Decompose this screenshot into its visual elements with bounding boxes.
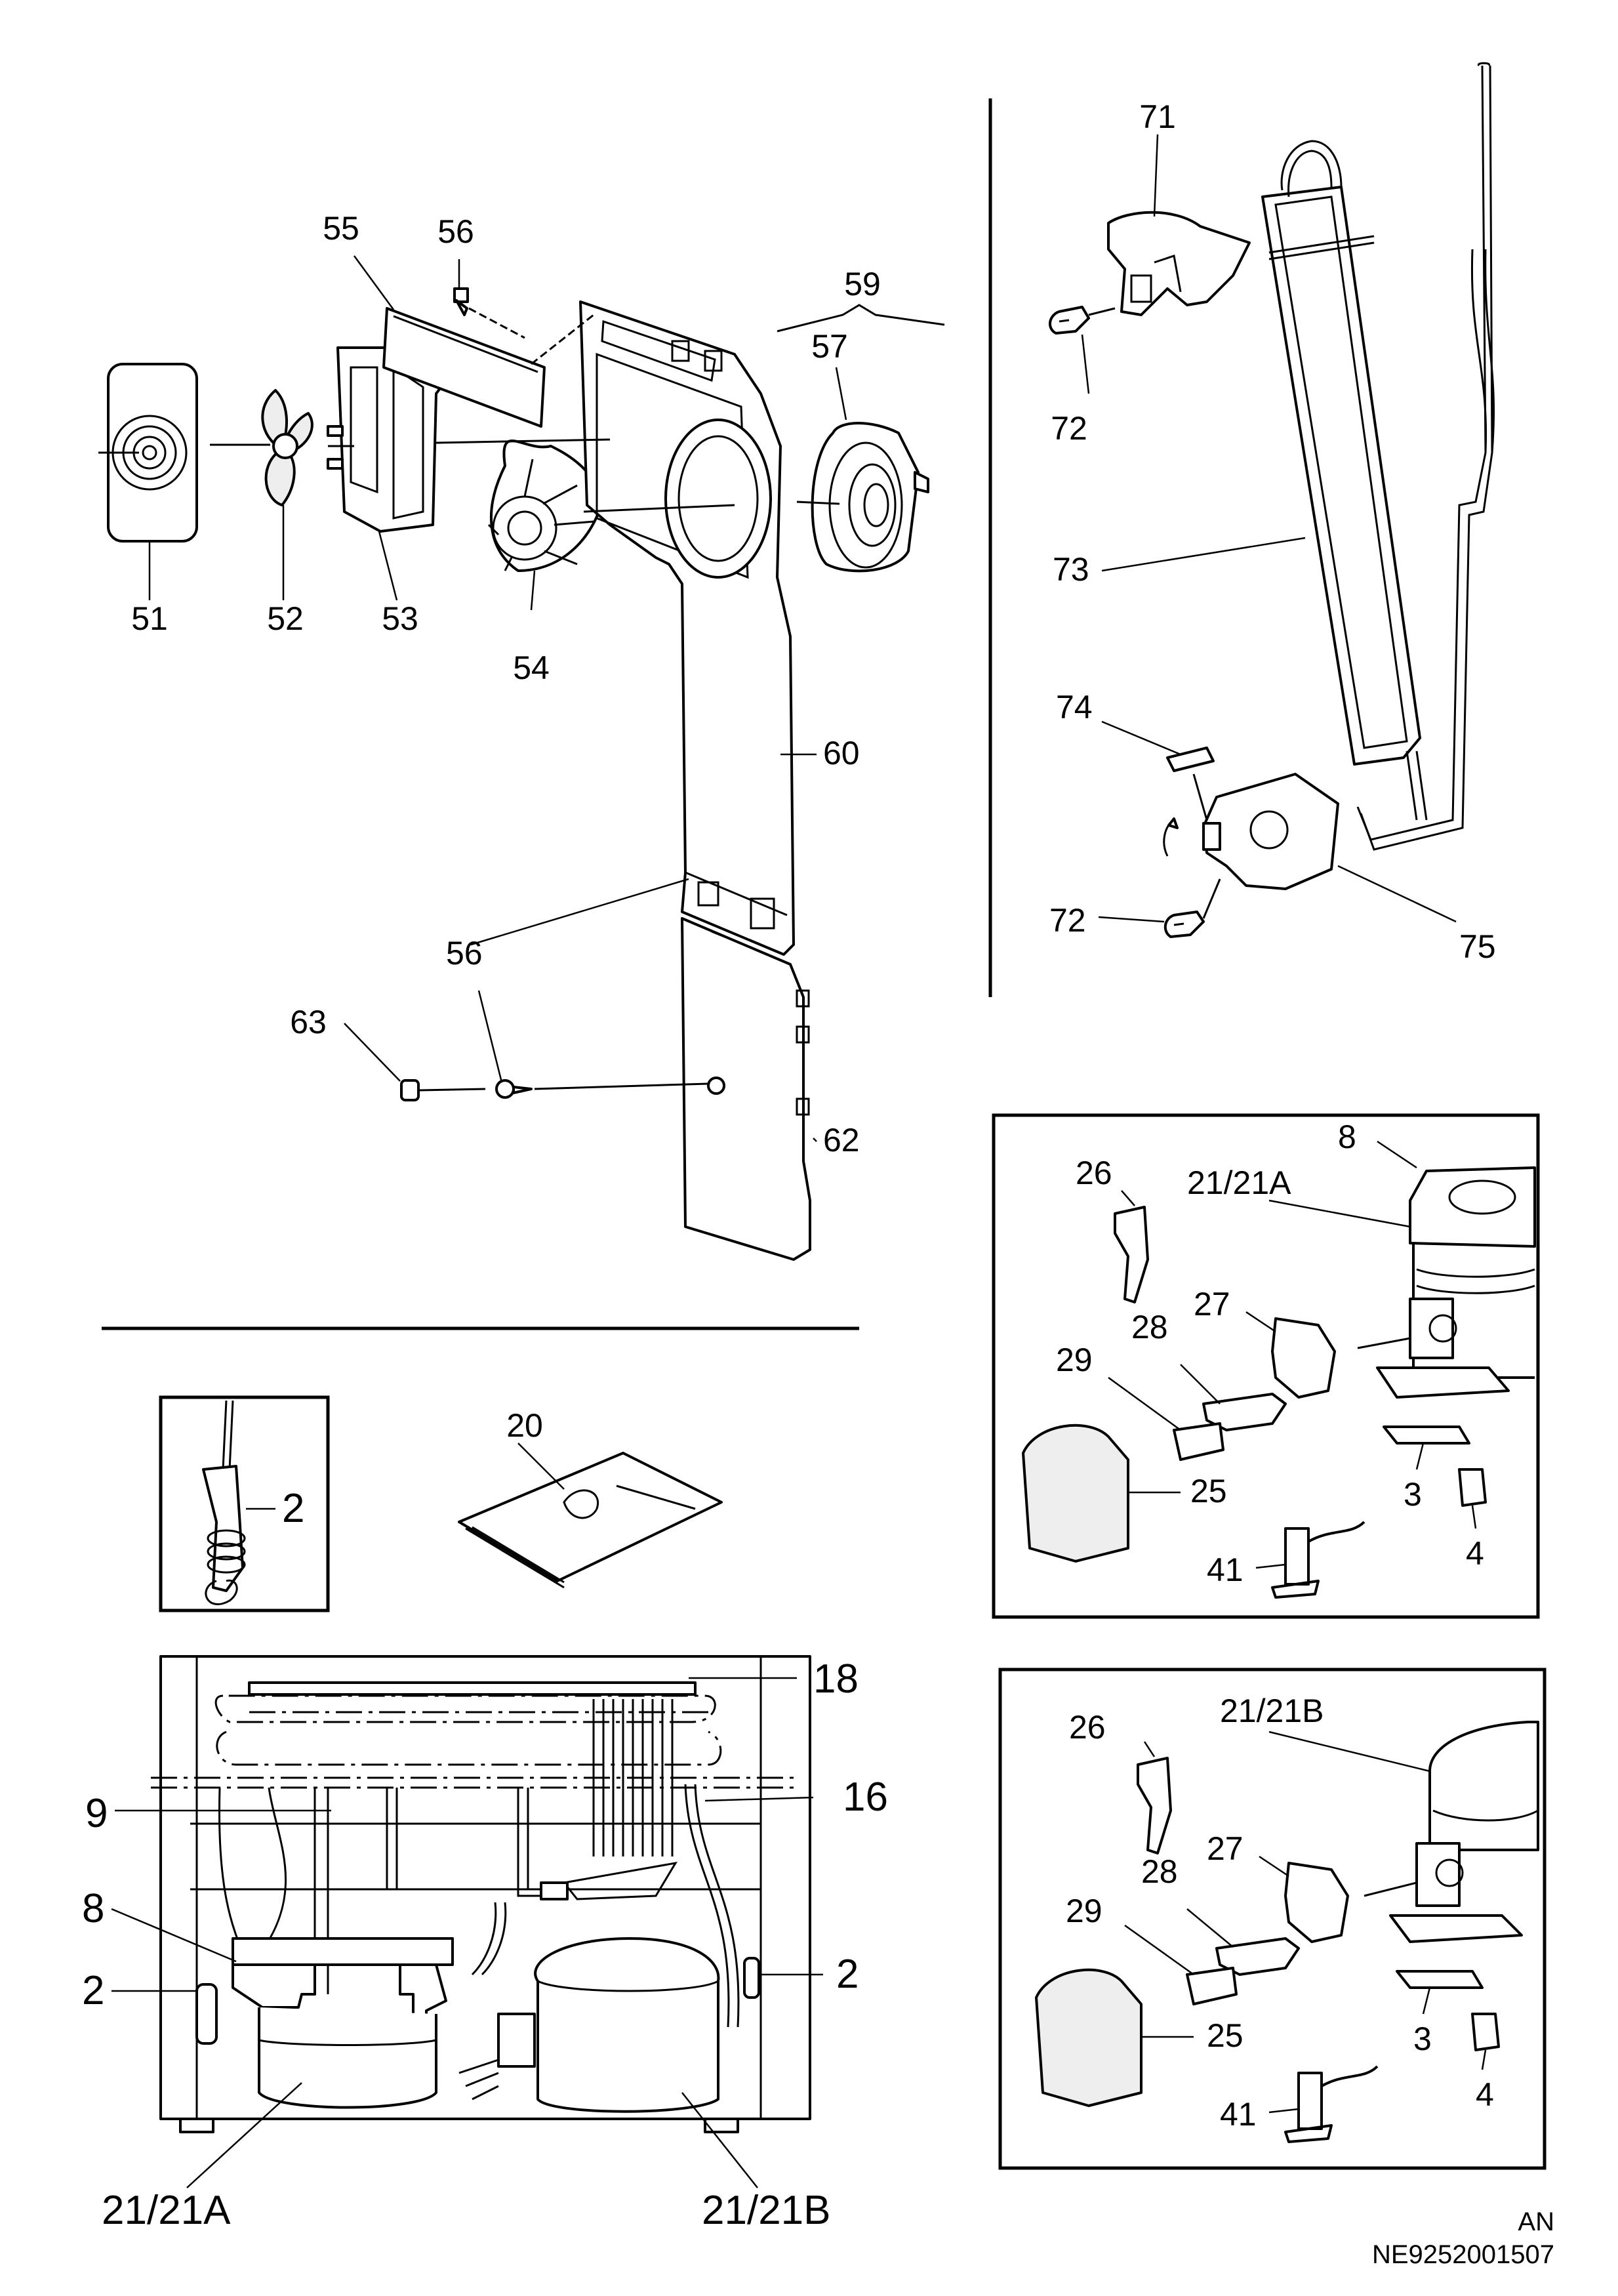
evaporator-group — [1049, 62, 1495, 938]
panel-a-label-25: 25 — [1190, 1473, 1227, 1509]
pa-part-41-capacitor — [1271, 1521, 1365, 1599]
panel-b-label-25: 25 — [1207, 2017, 1244, 2054]
part-53-motor-bracket — [327, 346, 447, 533]
panel-b-label-28: 28 — [1141, 1853, 1178, 1890]
pa-part-29-terminal — [1173, 1422, 1224, 1461]
label-56-top: 56 — [437, 213, 474, 250]
leaders-top-left — [148, 255, 847, 1142]
pb-part-28-connector — [1215, 1937, 1300, 1976]
label-52: 52 — [267, 600, 304, 637]
label-54: 54 — [513, 649, 550, 686]
cabinet-view — [151, 1655, 811, 2133]
part-62-lower-cover — [681, 917, 811, 1261]
panel-b-label-21-21b: 21/21B — [1220, 1692, 1324, 1729]
part-73-evaporator — [1261, 62, 1495, 851]
part-56-screw-bottom — [495, 1079, 709, 1099]
label-51: 51 — [131, 600, 168, 637]
label-74: 74 — [1056, 689, 1093, 726]
panel-a-label-29: 29 — [1056, 1342, 1093, 1378]
part-72-grommet-top — [1049, 306, 1116, 335]
label-73: 73 — [1053, 551, 1089, 588]
left-compressor — [195, 1937, 454, 2109]
part-74-clip — [1166, 747, 1215, 821]
label-75: 75 — [1459, 928, 1496, 965]
part-51-fan-grille — [98, 363, 198, 543]
pa-part-26-clip — [1114, 1206, 1149, 1303]
part-labels: 51 52 53 54 55 56 57 59 60 56 63 62 71 7… — [82, 98, 1554, 2269]
panel-a-compressor-electrics — [992, 1113, 1540, 1619]
panel-b-compressor-electrics — [998, 1668, 1547, 2170]
panel-a-label-28: 28 — [1131, 1309, 1168, 1345]
panel-b-label-4: 4 — [1476, 2076, 1494, 2113]
pa-part-28-connector — [1202, 1393, 1287, 1431]
label-2-left: 2 — [82, 1968, 104, 2013]
fan-assembly-group — [98, 287, 945, 1261]
pb-part-27-relay — [1284, 1862, 1349, 1943]
pb-part-29-terminal — [1186, 1967, 1238, 2005]
pb-part-26-clip — [1137, 1757, 1172, 1855]
right-compressor — [458, 1902, 760, 2113]
part-52-fan-blade — [210, 389, 313, 506]
label-57: 57 — [811, 328, 848, 365]
footer-language: AN — [1518, 2207, 1554, 2236]
panel-a-label-27: 27 — [1194, 1286, 1230, 1322]
pa-part-27-relay — [1271, 1317, 1336, 1399]
label-59: 59 — [844, 266, 881, 302]
part-75-lower-holder — [1163, 773, 1339, 890]
label-63: 63 — [290, 1004, 327, 1040]
label-55: 55 — [323, 210, 359, 247]
label-8: 8 — [82, 1886, 104, 1931]
group-59-bracket — [777, 304, 945, 333]
label-71: 71 — [1139, 98, 1176, 135]
part-60-fan-housing — [435, 300, 795, 956]
detail-box-part-2 — [159, 1395, 330, 1612]
pa-part-4-grommet — [1458, 1468, 1487, 1507]
part-63-plug — [400, 1079, 486, 1101]
part-55-seal-strip — [382, 307, 546, 428]
pa-part-25-cover — [1022, 1424, 1129, 1563]
panel-a-label-3: 3 — [1404, 1476, 1422, 1513]
pa-part-3-clamp — [1383, 1425, 1470, 1445]
label-20: 20 — [506, 1407, 543, 1444]
part-57-fan-motor — [796, 422, 929, 573]
leaders-bottom-left — [111, 1677, 823, 2188]
panel-b-label-26: 26 — [1069, 1709, 1106, 1746]
leaders-top-right — [1081, 134, 1457, 923]
label-21-21a-bottom: 21/21A — [102, 2188, 231, 2233]
label-53: 53 — [382, 600, 418, 637]
part-72-grommet-bottom — [1163, 878, 1221, 938]
label-2-right: 2 — [836, 1952, 859, 1997]
panel-b-label-41: 41 — [1220, 2096, 1257, 2133]
panel-a-label-41: 41 — [1207, 1551, 1244, 1588]
label-72-bottom: 72 — [1049, 902, 1086, 939]
pa-compressor — [1357, 1166, 1536, 1399]
label-18: 18 — [813, 1656, 859, 1702]
label-56-bottom: 56 — [446, 935, 483, 972]
panel-a-label-8: 8 — [1338, 1118, 1356, 1155]
footer-document-code: NE9252001507 — [1372, 2240, 1554, 2269]
pb-part-41-capacitor — [1284, 2065, 1379, 2143]
part-56-screw-top — [453, 287, 525, 339]
panel-b-label-3: 3 — [1413, 2020, 1432, 2057]
panel-a-label-21-21a: 21/21A — [1187, 1164, 1291, 1201]
label-21-21b-bottom: 21/21B — [702, 2188, 831, 2233]
panel-a-label-26: 26 — [1076, 1155, 1112, 1191]
part-20-manual — [458, 1443, 723, 1589]
label-72-top: 72 — [1051, 410, 1087, 447]
label-2-detail: 2 — [282, 1486, 304, 1531]
label-62: 62 — [823, 1122, 860, 1158]
pb-compressor — [1364, 1721, 1539, 1943]
panel-a-label-4: 4 — [1466, 1535, 1484, 1572]
part-71-top-holder — [1107, 211, 1251, 316]
pb-part-4-grommet — [1471, 2013, 1500, 2051]
label-9: 9 — [85, 1791, 108, 1836]
panel-b-label-29: 29 — [1066, 1893, 1102, 1929]
pb-part-3-clamp — [1396, 1970, 1484, 1989]
label-60: 60 — [823, 735, 860, 771]
panel-b-label-27: 27 — [1207, 1830, 1244, 1867]
label-16: 16 — [843, 1774, 888, 1820]
pb-part-25-cover — [1035, 1968, 1143, 2107]
